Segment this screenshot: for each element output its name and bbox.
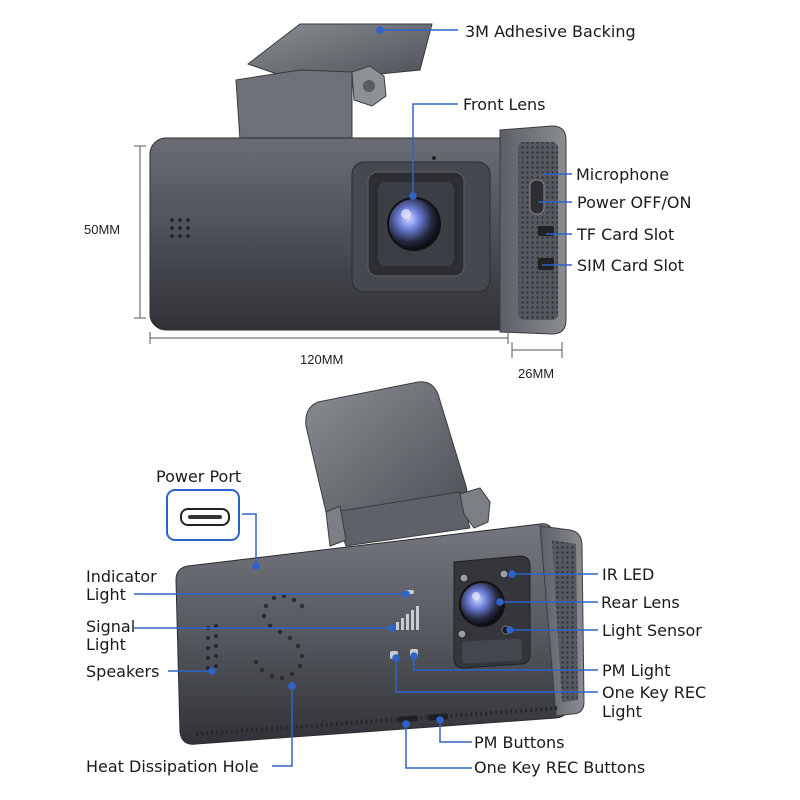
label-light-sensor: Light Sensor [602,621,702,640]
label-indicator-light-line1: Indicator [86,567,157,586]
front-speaker-holes [170,218,190,238]
label-indicator-light-line2: Light [86,585,126,604]
label-signal-light-line1: Signal [86,617,136,636]
callout-lines-bottom [134,513,598,769]
label-rear-lens: Rear Lens [601,593,680,612]
rear-camera-illustration [175,381,585,745]
usb-c-port-icon [180,508,230,526]
front-camera-illustration [149,23,567,335]
dimension-height: 50MM [84,222,121,237]
label-one-key-rec-light-line2: Light [602,702,642,721]
heat-dissipation-holes [253,593,305,689]
label-pm-buttons: PM Buttons [474,733,565,752]
label-speakers: Speakers [86,662,160,681]
dimension-width: 120MM [300,352,344,367]
ir-led-2 [499,569,509,579]
label-power-off-on: Power OFF/ON [577,193,692,212]
ir-led-1 [459,573,469,583]
callout-lines-top [376,26,572,266]
label-adhesive-backing: 3M Adhesive Backing [465,22,636,41]
signal-light-bars [396,606,419,630]
ir-led-3 [457,629,467,639]
label-sim-card-slot: SIM Card Slot [577,256,684,275]
label-tf-card-slot: TF Card Slot [577,225,675,244]
dimension-lines [134,145,563,358]
adhesive-mount-arm [235,69,353,141]
label-one-key-rec-buttons: One Key REC Buttons [474,758,646,777]
label-one-key-rec-light-line1: One Key REC [602,683,707,702]
label-power-port: Power Port [156,467,242,486]
label-heat-dissipation-hole: Heat Dissipation Hole [86,757,259,776]
label-front-lens: Front Lens [463,95,546,114]
label-pm-light: PM Light [602,661,671,680]
power-port-inset [166,489,240,541]
label-microphone: Microphone [576,165,670,184]
label-signal-light-line2: Light [86,635,126,654]
dimension-depth: 26MM [518,366,555,381]
front-lens [387,197,441,251]
label-ir-led: IR LED [602,565,655,584]
rear-lens [459,581,505,627]
